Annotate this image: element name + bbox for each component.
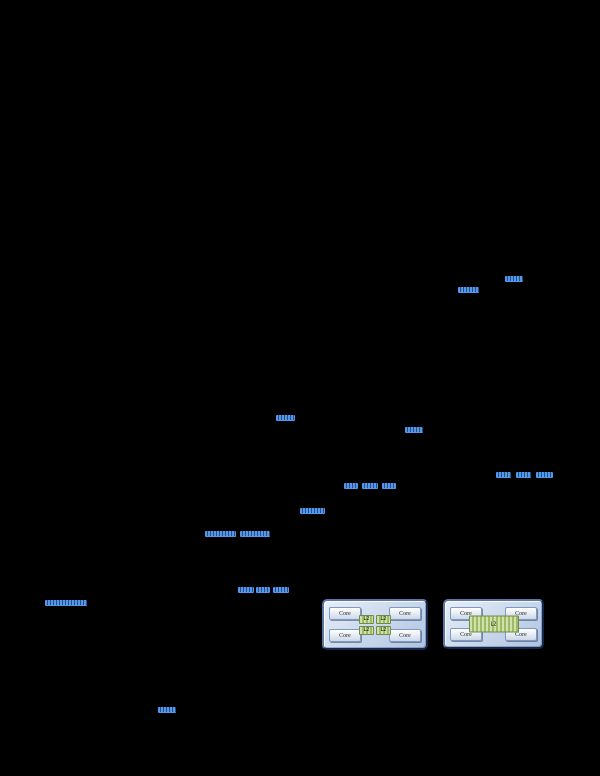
- l2-cache-block: L2: [376, 614, 391, 624]
- citation-link[interactable]: [276, 415, 295, 421]
- citation-link[interactable]: [362, 483, 378, 489]
- l2-cache-block: L2: [376, 625, 391, 635]
- figure-multicore-private-l2: Core Core Core Core L2 L2 L2 L2: [322, 599, 428, 650]
- citation-link[interactable]: [505, 276, 523, 282]
- core-label: Core: [460, 631, 472, 638]
- citation-link[interactable]: [45, 600, 87, 606]
- citation-link[interactable]: [300, 508, 325, 514]
- l2-cache-block: L2: [359, 625, 374, 635]
- core-box: Core: [329, 607, 361, 620]
- core-box: Core: [389, 629, 421, 642]
- core-box: Core: [329, 629, 361, 642]
- citation-link[interactable]: [240, 531, 270, 537]
- citation-link[interactable]: [516, 472, 531, 478]
- core-label: Core: [515, 610, 527, 617]
- core-label: Core: [460, 610, 472, 617]
- core-label: Core: [399, 632, 411, 639]
- citation-link[interactable]: [205, 531, 236, 537]
- citation-link[interactable]: [382, 483, 396, 489]
- shared-l2-block: L2: [468, 615, 519, 633]
- citation-link[interactable]: [256, 587, 270, 593]
- citation-link[interactable]: [458, 287, 479, 293]
- citation-link[interactable]: [273, 587, 289, 593]
- citation-link[interactable]: [496, 472, 511, 478]
- private-l2-cluster: L2 L2 L2 L2: [359, 614, 391, 635]
- citation-link[interactable]: [405, 427, 423, 433]
- citation-link[interactable]: [536, 472, 553, 478]
- figure-multicore-shared-l2: Core Core Core Core L2: [443, 599, 544, 649]
- core-box: Core: [389, 607, 421, 620]
- core-label: Core: [339, 632, 351, 639]
- l2-cache-block: L2: [359, 614, 374, 624]
- citation-link[interactable]: [344, 483, 358, 489]
- core-label: Core: [399, 610, 411, 617]
- core-label: Core: [515, 631, 527, 638]
- core-label: Core: [339, 610, 351, 617]
- citation-link[interactable]: [158, 707, 176, 713]
- citation-link[interactable]: [238, 587, 254, 593]
